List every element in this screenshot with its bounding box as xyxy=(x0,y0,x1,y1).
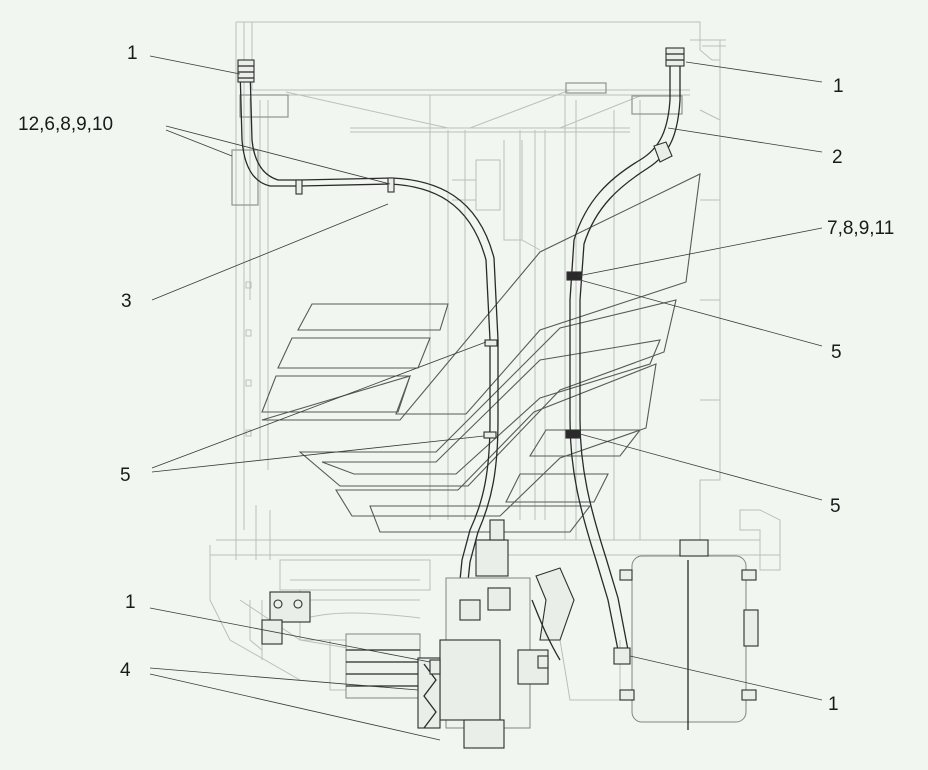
leader-top-right-1 xyxy=(685,61,823,83)
callout-group-12-6-8-9-10: 12,6,8,9,10 xyxy=(18,114,113,135)
callout-lower-right-5: 5 xyxy=(830,496,841,517)
leader-bottom-right-1 xyxy=(629,655,823,701)
leader-group-12-b xyxy=(165,125,391,185)
leader-lines xyxy=(149,55,823,741)
leader-lower-right-5 xyxy=(579,433,823,501)
callout-labels: 1 1 12,6,8,9,10 2 7,8,9,11 3 5 5 5 1 4 1 xyxy=(18,43,894,715)
callout-2: 2 xyxy=(832,147,843,168)
right-hose xyxy=(565,47,685,665)
callout-mid-right-5: 5 xyxy=(831,342,842,363)
leader-3 xyxy=(151,203,389,301)
oil-tank xyxy=(619,539,759,730)
watermark-logo xyxy=(261,173,701,533)
leader-2 xyxy=(667,127,823,153)
leader-group-12-a xyxy=(165,129,233,157)
callout-7-8-9-11: 7,8,9,11 xyxy=(827,218,894,239)
callout-top-right-1: 1 xyxy=(833,76,844,97)
pump-assembly xyxy=(345,519,575,749)
leader-4-a xyxy=(149,667,419,691)
callout-4: 4 xyxy=(120,660,131,681)
left-hose xyxy=(237,59,499,601)
leader-top-left-1 xyxy=(149,55,241,75)
callout-left-5: 5 xyxy=(120,465,131,486)
leader-left-5-a xyxy=(151,341,487,469)
leader-bottom-left-1 xyxy=(149,607,431,663)
callout-top-left-1: 1 xyxy=(127,43,138,64)
leader-7-8-9-11 xyxy=(577,227,823,277)
left-frame-parts xyxy=(261,591,311,645)
leader-4-b xyxy=(149,673,441,741)
callout-3: 3 xyxy=(121,291,132,312)
leader-mid-right-5 xyxy=(579,279,823,347)
leader-left-5-b xyxy=(151,435,485,473)
callout-bottom-right-1: 1 xyxy=(828,694,839,715)
callout-bottom-left-1: 1 xyxy=(125,592,136,613)
